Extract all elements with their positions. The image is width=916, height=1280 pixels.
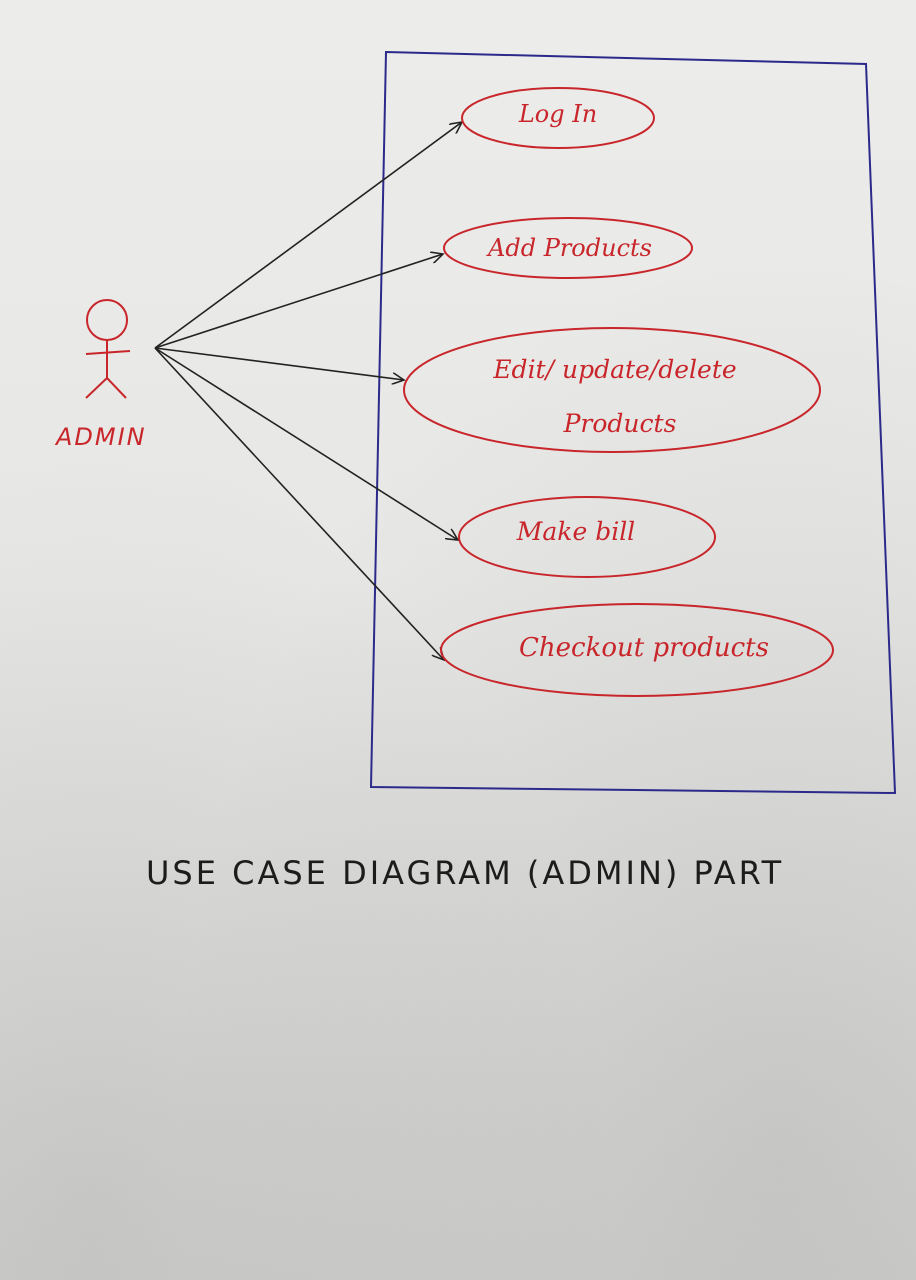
use-case-ellipse [458,496,716,578]
actor-left-leg [85,377,108,399]
use-case-log-in: Log In [461,87,655,149]
use-case-edit-update-delete-products: Edit/ update/delete Products [403,327,821,453]
use-case-ellipse [461,87,655,149]
use-case-label: Make bill [516,517,635,546]
arrow-to-log-in [154,122,462,349]
use-case-label-line1: Edit/ update/delete [492,355,736,384]
system-boundary [369,50,897,795]
arrow-to-make-bill [154,347,458,540]
use-case-label-line2: Products [563,409,677,438]
use-case-ellipse [443,217,693,279]
admin-actor [85,299,131,399]
use-case-ellipse [403,327,821,453]
use-case-add-products: Add Products [443,217,693,279]
use-case-make-bill: Make bill [458,496,716,578]
use-case-label: Log In [518,100,597,128]
diagram-caption: USE CASE DIAGRAM (ADMIN) PART [146,854,784,892]
use-case-checkout-products: Checkout products [440,603,834,697]
arrow-to-checkout [154,347,444,660]
actor-right-leg [106,377,127,399]
arrow-to-edit-products [154,347,404,380]
use-case-label: Add Products [486,234,652,262]
arrow-to-add-products [154,254,443,349]
use-case-label: Checkout products [519,633,769,663]
actor-label: ADMIN [54,423,147,451]
actor-arms [85,350,131,355]
use-case-ellipse [440,603,834,697]
actor-head [86,299,128,341]
association-arrows [154,122,462,660]
